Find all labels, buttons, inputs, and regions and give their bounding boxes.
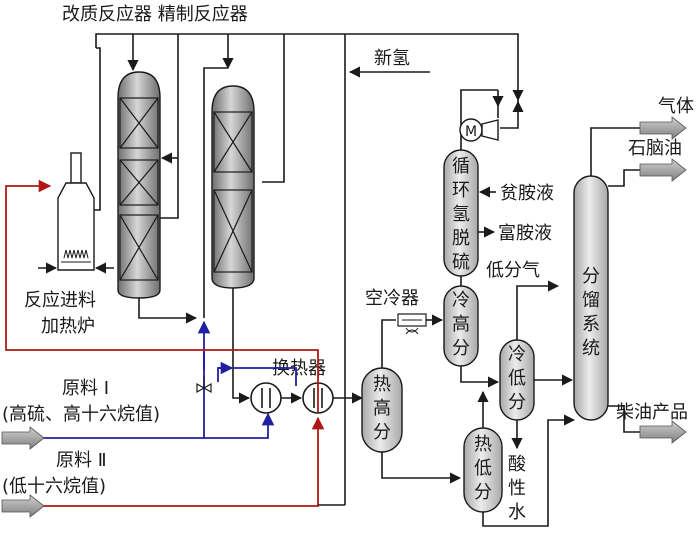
desulfurizer-char-1: 循 [452,156,470,177]
svg-text:M: M [465,124,477,140]
furnace-label-line2: 加热炉 [41,316,95,337]
valve-icon[interactable] [196,376,212,394]
recycle-hydrogen-desulfurizer: 循 环 氢 脱 硫 [443,89,498,286]
cold-low-separator-char-1: 冷 [508,344,526,365]
fractionation-char-2: 馏 [582,290,600,311]
svg-text:水: 水 [508,502,526,523]
svg-text:酸: 酸 [508,454,526,475]
fractionation-system: 分 馏 系 统 [573,127,640,433]
desulfurizer-char-5: 硫 [452,252,470,273]
cold-low-separator-char-2: 低 [508,368,526,389]
hot-high-separator-char-3: 分 [373,422,391,443]
feed-1-label-line2: (高硫、高十六烷值) [2,404,160,425]
reactors-title: 改质反应器 精制反应器 [62,4,248,25]
feed-1-label-line1: 原料 Ⅰ [62,378,109,399]
feed-2-label-line2: (低十六烷值) [2,476,106,497]
rich-amine-label: 富胺液 [498,223,552,244]
cold-high-separator-char-3: 分 [452,338,470,359]
exchanger-piping [217,346,364,404]
new-hydrogen-line: 新氢 [348,48,430,78]
naphtha-label: 石脑油 [628,138,682,159]
air-cooler-icon [397,313,444,335]
gas-label: 气体 [658,96,694,117]
heat-exchanger-label: 换热器 [272,358,326,379]
refining-reactor [203,67,255,346]
recycle-hydrogen-header [95,33,524,505]
compressor-icon [481,90,524,141]
desulfurizer-char-4: 脱 [452,228,470,249]
cold-low-separator: 冷 低 分 [499,280,574,450]
hot-low-separator-char-1: 热 [474,434,492,455]
svg-text:性: 性 [508,478,526,499]
hot-high-separator: 热 高 分 [361,319,462,484]
furnace-label-line1: 反应进料 [24,290,96,311]
desulfurizer-char-2: 环 [452,180,470,201]
hot-low-separator-char-3: 分 [474,482,492,503]
hot-high-separator-char-2: 高 [373,398,391,419]
new-hydrogen-label: 新氢 [374,48,410,69]
lean-amine-label: 贫胺液 [500,183,554,204]
gas-outlet-arrow [639,116,687,140]
modification-reactor [117,71,198,324]
diesel-label: 柴油产品 [616,402,688,423]
feed-2-label-line1: 原料 Ⅱ [56,450,107,471]
hot-low-separator-char-2: 低 [474,458,492,479]
hot-high-separator-char-1: 热 [373,374,391,395]
diesel-outlet-arrow [639,420,687,444]
air-cooler-label: 空冷器 [365,288,419,309]
hot-low-separator: 热 低 分 [463,390,576,527]
low-separator-gas-label: 低分气 [486,260,540,281]
fractionation-char-4: 统 [582,338,600,359]
cold-high-separator: 冷 高 分 [443,285,500,388]
fractionation-char-3: 系 [582,314,600,335]
naphtha-outlet-arrow [639,158,687,182]
reaction-feed-furnace: 反应进料 加热炉 [24,47,114,337]
cold-high-separator-char-2: 高 [452,314,470,335]
fractionation-char-1: 分 [582,266,600,287]
motor-icon: M [459,118,483,142]
cold-low-separator-char-3: 分 [508,392,526,413]
heat-exchanger-1-icon [250,382,282,414]
desulfurizer-char-3: 氢 [452,204,470,225]
feed-1-inlet-arrow [1,426,45,450]
feed-2-line [5,179,325,507]
feed-1-line [30,320,275,439]
feed-2-inlet-arrow [1,494,45,518]
cold-high-separator-char-1: 冷 [452,290,470,311]
sour-water-label: 酸 性 水 [508,454,526,523]
